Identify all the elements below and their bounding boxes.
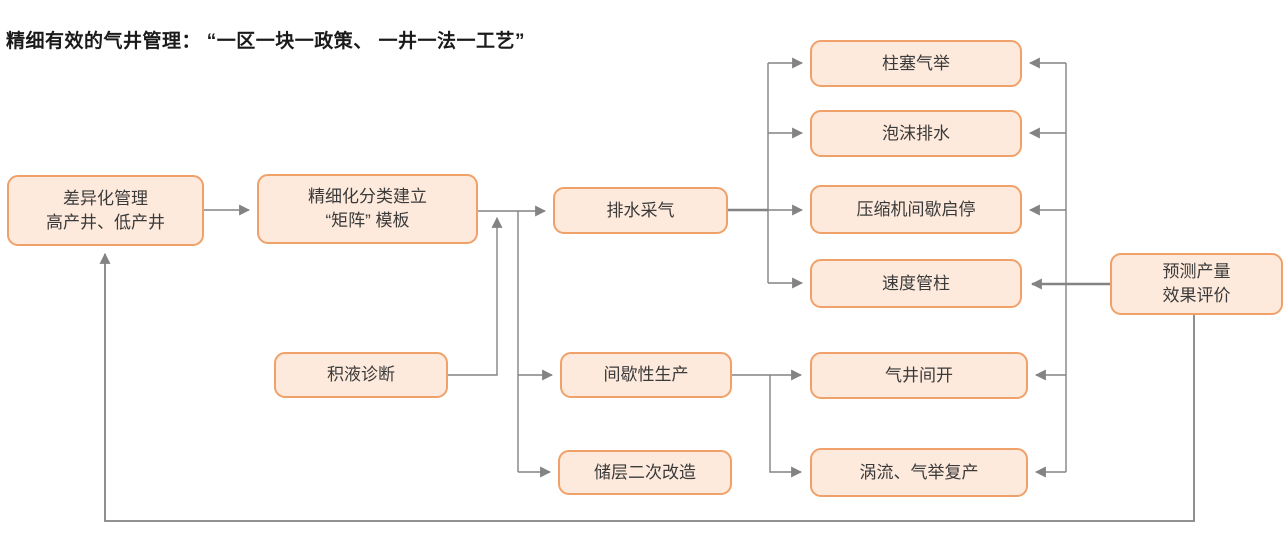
edge-feedback-loop	[99, 252, 1195, 522]
node-production-prediction-evaluation: 预测产量 效果评价	[1110, 253, 1283, 315]
node-foam-drainage: 泡沫排水	[810, 110, 1022, 157]
node-vortex-gas-lift-resumption: 涡流、气举复产	[810, 448, 1028, 497]
node-differentiated-management: 差异化管理 高产井、低产井	[7, 175, 204, 246]
edge-liquid-diagnosis-up	[448, 216, 503, 376]
node-reservoir-restimulation: 储层二次改造	[558, 450, 732, 495]
node-velocity-string: 速度管柱	[810, 259, 1022, 308]
edge-intermittent-to-vortex	[769, 375, 803, 478]
node-compressor-start-stop: 压缩机间歇启停	[810, 185, 1022, 234]
node-plunger-gas-lift: 柱塞气举	[810, 40, 1022, 87]
node-intermittent-production: 间歇性生产	[560, 352, 732, 398]
node-liquid-diagnosis: 积液诊断	[274, 352, 448, 398]
node-well-intermittent-opening: 气井间开	[810, 352, 1028, 399]
node-drainage-gas-recovery: 排水采气	[553, 187, 728, 234]
node-matrix-template: 精细化分类建立 “矩阵” 模板	[257, 174, 478, 244]
diagram-title: 精细有效的气井管理： “一区一块一政策、 一井一法一工艺”	[6, 31, 526, 52]
